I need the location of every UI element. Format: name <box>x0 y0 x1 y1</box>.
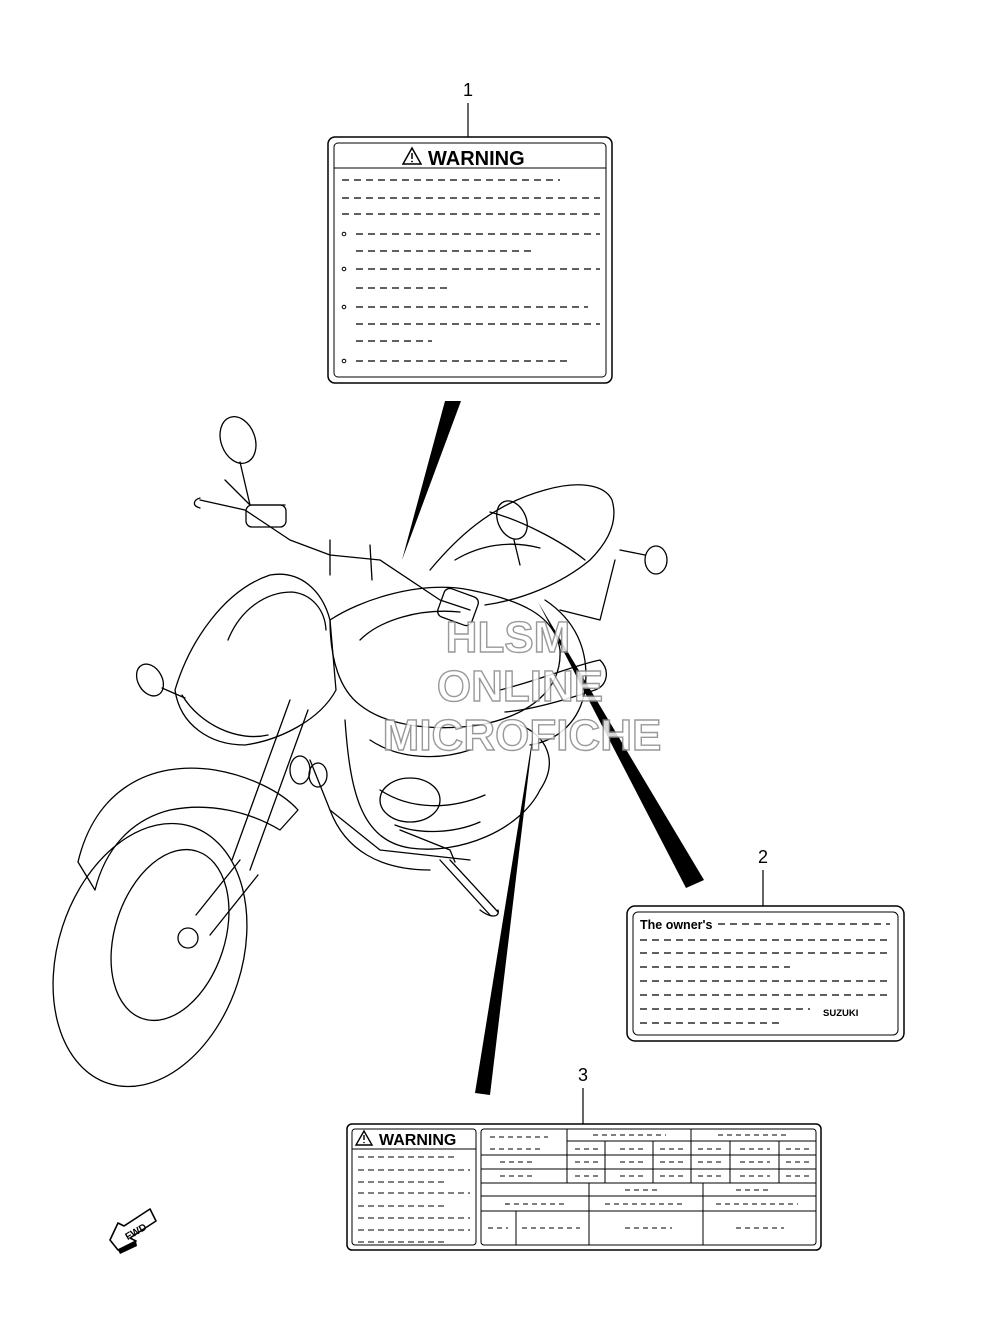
callout-number-1: 1 <box>463 80 473 100</box>
warning-label-3-spec-table <box>480 1128 817 1246</box>
watermark-line-3: MICROFICHE <box>383 711 662 760</box>
owners-label-2-brand: SUZUKI <box>823 1008 858 1019</box>
warning-label-1-heading: WARNING <box>428 148 525 170</box>
warning-label-1-text-placeholder <box>342 179 600 362</box>
warning-label-1-bullets <box>341 231 347 364</box>
watermark-line-1: HLSM <box>446 613 571 662</box>
callout-3[interactable]: 3 <box>578 1065 588 1124</box>
watermark: HLSM ONLINE MICROFICHE <box>382 612 662 760</box>
warning-label-3-text-placeholder <box>358 1156 470 1243</box>
warning-triangle-icon <box>401 146 423 165</box>
callout-1[interactable]: 1 <box>463 80 473 137</box>
leader-line-1 <box>402 401 461 560</box>
leader-lines <box>402 401 704 1095</box>
fwd-arrow-icon: FWD <box>109 1208 157 1254</box>
leader-line-2 <box>538 602 704 888</box>
warning-label-3-heading: WARNING <box>379 1132 456 1149</box>
owners-label-2-text-placeholder <box>640 923 890 1024</box>
leader-line-3 <box>475 728 534 1095</box>
watermark-line-2: ONLINE <box>437 662 603 711</box>
warning-label-1[interactable]: WARNING <box>327 136 613 384</box>
warning-triangle-icon <box>354 1129 374 1146</box>
warning-label-3[interactable]: WARNING <box>346 1123 822 1251</box>
motorcycle-illustration <box>52 416 668 1088</box>
callout-number-3: 3 <box>578 1065 588 1085</box>
callout-number-2: 2 <box>758 847 768 867</box>
callout-2[interactable]: 2 <box>758 847 768 906</box>
owners-label-2-first-line: The owner's <box>640 918 712 932</box>
warning-label-3-table-placeholder <box>488 1134 810 1229</box>
owners-label-2[interactable]: The owner's SUZUKI <box>626 905 905 1042</box>
